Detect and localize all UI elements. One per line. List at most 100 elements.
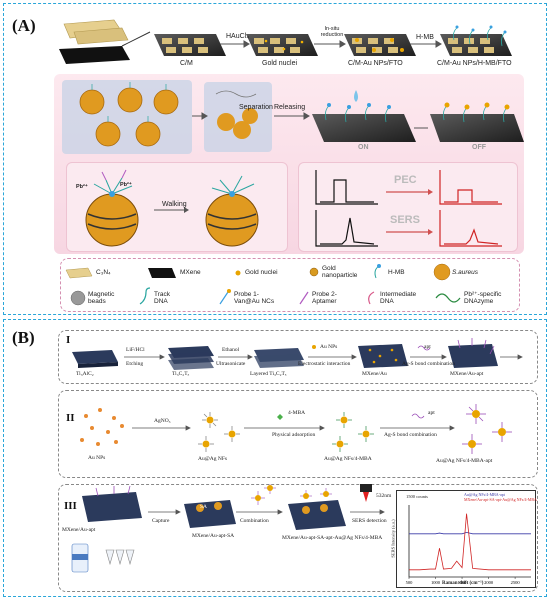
row1-arrow-top-0: LiF/HCl (126, 347, 145, 353)
track-dna-icon (139, 287, 151, 305)
legend-probe1: Probe 1-Van@Au NCs (234, 291, 275, 305)
row3-arrow-capture: Capture (152, 518, 170, 524)
row1-arrow-top-2: Au NPs (320, 344, 338, 350)
au-ag-nfs-4mba (332, 412, 374, 452)
row1-item-mxene-au: MXene/Au (362, 371, 387, 377)
c3n4-flakes-icon (63, 19, 129, 45)
state-off-label: OFF (472, 144, 486, 151)
legend-probe2: Probe 2-Aptamer (312, 291, 337, 305)
final-sandwich-sheet-icon (288, 500, 346, 530)
gold-nanoparticle-icon (309, 267, 319, 277)
dnazyme-icon (435, 293, 461, 303)
pb-ion-label-1: Pb²⁺ (76, 184, 88, 190)
arrow-label-walking: Walking (162, 201, 187, 208)
mxene-au-apt-sheet-icon (82, 492, 142, 522)
fto-plate-cm-au (344, 34, 416, 56)
row2-arrow-bottom-2: Ag-S bond combination (384, 432, 437, 438)
state-on-label: ON (358, 144, 369, 151)
legend-box (60, 258, 520, 312)
h-mb-icon (374, 264, 381, 279)
panel-b: (B) I Ti₃AlC₂ Ti₃C₂Tₓ Layered Ti₃C₂Tₓ MX… (3, 319, 547, 597)
fto-plate-cm (154, 34, 226, 56)
legend-gold-nanoparticle: Gold nanoparticle (322, 265, 358, 279)
raman-legend-1: MXene/Au-apt-SA-apt-Au@Ag NFs/4-MBA (464, 497, 537, 502)
arrow-label-hmb: H-MB (416, 34, 434, 41)
row3-arrow-sers: SERS detection (352, 518, 387, 524)
legend-magnetic-beads: Magnetic beads (88, 291, 115, 305)
legend-mxene: MXene (180, 269, 201, 276)
fto-plate-cm-au-hmb (440, 25, 512, 56)
row3-item-mxene-au-apt: MXene/Au-apt (62, 527, 96, 533)
row3-item-mxene-au-apt-sa: MXene/Au-apt-SA (192, 533, 235, 539)
on-electrode (312, 103, 416, 142)
row-3-box (58, 484, 538, 592)
raman-x-tick-label: 2000 (484, 580, 494, 585)
row-2-roman: II (66, 412, 75, 424)
legend-icons (65, 263, 461, 306)
raman-legend-0: Au@Ag NFs/4-MBA-apt (464, 492, 505, 497)
row2-arrow-top-1: 4-MBA (288, 410, 306, 416)
legend-dnazyme: Pb²⁺-specific DNAzyme (464, 291, 502, 305)
arrow-label-insitu: In-situ reduction (320, 26, 344, 38)
laser-wavelength: 532nm (376, 493, 392, 499)
row-1-box (58, 330, 538, 384)
panel-b-label: (B) (12, 328, 35, 347)
panel-a: (A) (3, 3, 547, 315)
row2-arrow-top-0: AgNO₃ (154, 418, 171, 424)
raman-xlabel: Raman shift (cm⁻¹) (442, 581, 484, 586)
arrow-label-haucl4: HAuCl₄ (226, 33, 250, 40)
au-ag-nfs-4mba-apt (462, 404, 512, 454)
row1-item-ti3c2tx: Ti₃C₂Tₓ (172, 371, 190, 377)
row3-arrow-combination: Combination (240, 518, 269, 524)
step-label-gold-nuclei: Gold nuclei (262, 60, 298, 67)
middle-row-graphics (62, 80, 524, 154)
step-label-cm-au: C/M-Au NPs/FTO (348, 60, 403, 67)
off-electrode (430, 102, 524, 142)
probe1-icon (219, 289, 231, 305)
legend-c3n4: C₃N₄ (96, 269, 111, 276)
legend-track-dna: Track DNA (154, 291, 171, 305)
row-2-box (58, 390, 538, 478)
arrow-label-separation: Separation (239, 104, 273, 111)
sample-tubes-icon (71, 543, 135, 573)
fto-plate-gold-nuclei (246, 34, 318, 56)
c3n4-icon (65, 267, 93, 279)
row1-arrow-top-3: apt (424, 344, 431, 350)
row1-arrow-bottom-1: Ultrasonicate (216, 361, 246, 367)
signals-graphics (315, 170, 502, 247)
row-3-roman: III (64, 500, 77, 512)
raman-x-tick-label: 500 (406, 580, 414, 585)
row2-arrow-bottom-1: Physical adsorption (272, 432, 316, 438)
legend-h-mb: H-MB (388, 269, 405, 276)
row-1-graphics (72, 338, 523, 370)
row1-item-mxene-au-apt: MXene/Au-apt (450, 371, 484, 377)
mxene-icon (148, 268, 176, 278)
raman-x-tick-label: 1000 (431, 580, 441, 585)
row1-arrow-bottom-2: Electrostatic interaction (298, 361, 351, 367)
signals-box (298, 162, 518, 252)
au-ag-nfs (198, 412, 240, 452)
arrow-label-releasing: Releasing (274, 104, 306, 111)
mxene-au-apt-sa-sheet-icon (184, 500, 236, 528)
row1-item-layered: Layered Ti₃C₂Tₓ (250, 371, 287, 377)
raman-scale-bar: 1500 counts (406, 494, 428, 499)
row-2-graphics (80, 404, 512, 454)
row2-item-au-ag-nfs-4mba-apt: Au@Ag NFs/4-MBA-apt (436, 458, 493, 464)
row1-arrow-bottom-0: Etching (126, 361, 144, 367)
row-1-roman: I (66, 334, 71, 346)
laser-icon (360, 484, 372, 502)
row3-item-final: MXene/Au-apt-SA-apt-Au@Ag NFs/4-MBA (282, 535, 383, 541)
mxene-sheet-icon (59, 46, 130, 64)
intermediate-dna-icon (368, 291, 375, 305)
pec-label: PEC (394, 174, 417, 186)
raman-series-line-1 (409, 513, 531, 571)
panel-a-label: (A) (12, 16, 36, 35)
legend-s-aureus: S.aureus (452, 269, 479, 276)
row2-arrow-top-2: apt (428, 410, 435, 416)
sa-label: SA (200, 504, 208, 510)
row2-item-au-ag-nfs: Au@Ag NFs (198, 456, 228, 462)
au-nps-dots (80, 408, 124, 446)
sers-label: SERS (390, 214, 420, 226)
